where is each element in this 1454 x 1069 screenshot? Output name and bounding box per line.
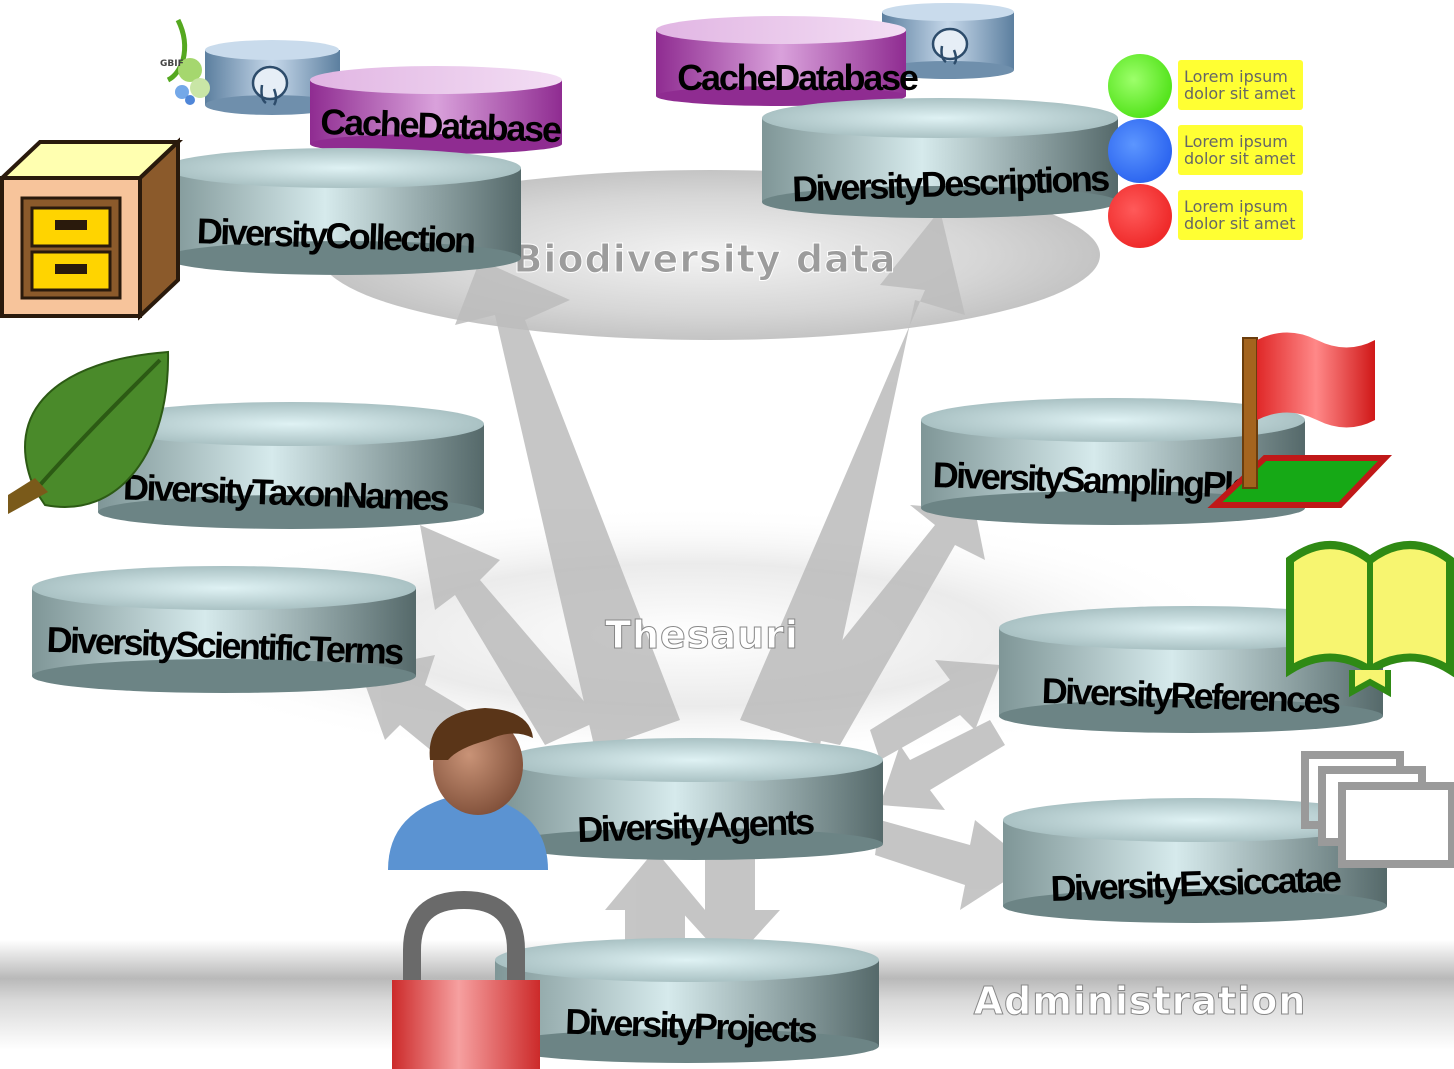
arrow-agents-to-references — [870, 660, 1000, 760]
db-diversity-descriptions: DiversityDescriptions — [762, 98, 1118, 218]
arrow-references-to-agents — [880, 720, 1005, 810]
windows-stack-icon — [1301, 751, 1454, 868]
arrow-agents-to-collection — [455, 260, 680, 750]
legend-text-line2: dolor sit amet — [1184, 84, 1296, 103]
postgres-db-left — [205, 40, 340, 115]
db-diversity-exsiccatae: DiversityExsiccatae — [1003, 798, 1387, 923]
lock-icon — [392, 890, 540, 1069]
db-diversity-exsiccatae-label: DiversityExsiccatae — [1050, 858, 1342, 909]
cache-db-right: CacheDatabase — [656, 16, 920, 106]
arrow-projects-to-agents — [605, 850, 705, 960]
legend-swatch — [1108, 184, 1172, 248]
cache-db-right-label: CacheDatabase — [677, 57, 918, 98]
thesauri-label: Thesauri — [605, 613, 799, 657]
legend-label-box — [1178, 60, 1303, 110]
db-diversity-collection-label: DiversityCollection — [196, 210, 475, 261]
gbif-logo: GBIF — [160, 18, 210, 105]
legend-text-line2: dolor sit amet — [1184, 149, 1296, 168]
leaf-icon — [8, 350, 170, 514]
arrow-agents-to-projects — [680, 850, 780, 965]
db-diversity-agents: DiversityAgents — [505, 738, 883, 860]
db-diversity-sampling-plots: DiversitySamplingPlots — [921, 398, 1305, 525]
arrow-agents-to-descriptions — [740, 210, 965, 745]
db-diversity-projects: DiversityProjects — [495, 938, 879, 1063]
db-diversity-scientific-terms: DiversityScientificTerms — [32, 566, 416, 693]
legend-label-box — [1178, 125, 1303, 175]
cache-db-left: CacheDatabase — [310, 66, 562, 154]
postgres-elephant-icon — [251, 65, 289, 106]
cabinet-icon — [0, 137, 184, 321]
gbif-label: GBIF — [160, 59, 184, 69]
flag-plot-icon — [1207, 332, 1393, 508]
legend-text-line1: Lorem ipsum — [1184, 67, 1288, 86]
db-diversity-collection: DiversityCollection — [165, 148, 521, 275]
arrow-agents-to-samplingplots — [770, 505, 985, 745]
db-diversity-agents-label: DiversityAgents — [577, 801, 815, 850]
legend-text-line1: Lorem ipsum — [1184, 197, 1288, 216]
legend-label-box — [1178, 190, 1303, 240]
arrow-agents-to-exsiccatae — [875, 820, 1030, 910]
db-diversity-projects-label: DiversityProjects — [565, 1001, 818, 1051]
legend-text-line2: dolor sit amet — [1184, 214, 1296, 233]
cache-db-left-label: CacheDatabase — [320, 101, 562, 150]
db-diversity-taxon-names: DiversityTaxonNames — [98, 402, 484, 529]
administration-label: Administration — [974, 979, 1307, 1023]
person-icon — [388, 708, 548, 870]
legend-swatch — [1108, 119, 1172, 183]
book-icon — [1286, 541, 1454, 698]
postgres-elephant-icon — [931, 27, 969, 65]
legend-swatch — [1108, 54, 1172, 118]
biodiversity-label: Biodiversity data — [513, 237, 896, 281]
arrow-agents-to-taxonnames — [420, 525, 600, 745]
legend-text-line1: Lorem ipsum — [1184, 132, 1288, 151]
arrows — [360, 210, 1030, 965]
